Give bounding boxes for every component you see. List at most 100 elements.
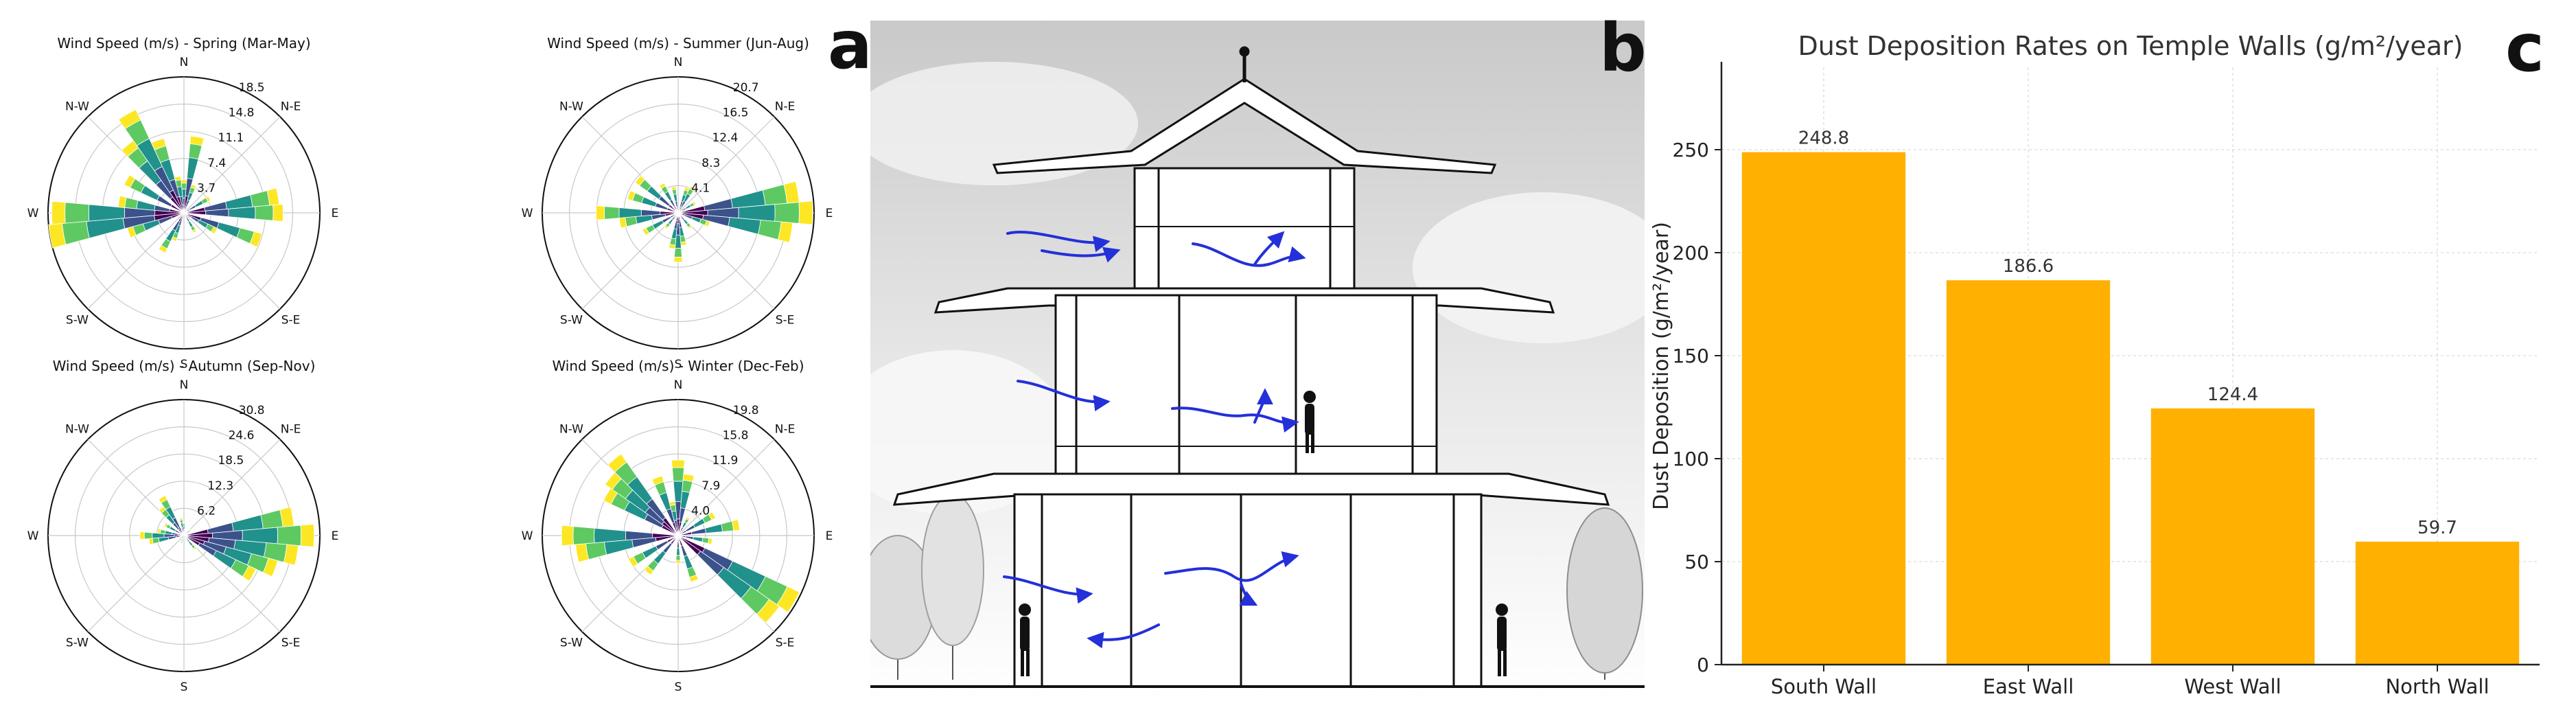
wind-rose-petal-segment [118,109,141,130]
chart-title: Dust Deposition Rates on Temple Walls (g… [1798,31,2463,61]
wind-rose-petal [668,212,679,249]
wind-rose-direction-label: W [27,529,39,543]
wind-rose-petal-segment [124,197,139,209]
wind-rose-petal [183,184,197,214]
wind-rose-ring-label: 30.8 [239,404,265,417]
wind-rose-petal-segment [180,542,183,544]
y-tick-label: 250 [1673,139,1709,161]
wind-rose-petal-segment [618,207,642,218]
wind-rose-ring-label: 7.9 [701,479,720,493]
panel-c-bar-chart: Dust Deposition Rates on Temple Walls (g… [1647,0,2576,712]
wind-rose-petal-segment [691,528,706,535]
wind-rose-spoke [87,212,185,310]
wind-rose-petal-segment [561,525,575,547]
wind-rose-spoke [87,535,185,632]
wind-rose-petal-segment [659,183,666,190]
wind-rose-petal [117,195,185,214]
wind-rose-petal-segment [150,137,167,150]
wind-rose-petal-segment [283,544,299,566]
wind-rose-ring-label: 4.0 [691,504,710,518]
wind-rose-title: Wind Speed (m/s) - Summer (Jun-Aug) [547,35,809,51]
temple-cross-section-illustration [870,21,1645,700]
wind-rose-ring-label: 18.5 [239,81,265,95]
wind-rose-petal-segment [673,194,677,202]
wind-rose-petal-segment [671,459,686,468]
wind-rose-petal [677,535,699,583]
wind-rose-ring-label: 15.8 [723,429,749,443]
wind-rose-direction-label: W [27,207,39,220]
wind-rose-direction-label: N-E [281,422,301,436]
bar-value-label: 186.6 [2003,256,2054,277]
wind-rose-petal-segment [689,185,696,192]
wind-rose-petal-segment [148,538,154,545]
x-tick-label: West Wall [2184,675,2281,698]
wind-rose-petal-segment [188,143,202,160]
wind-rose-petal [183,524,315,547]
wind-rose-spoke [677,212,775,310]
wind-rose-petal-segment [272,203,283,222]
wind-rose-spoke [581,212,679,310]
y-tick-label: 200 [1673,242,1709,264]
wind-rose-petal [677,512,716,536]
wind-rose-petal [627,535,679,568]
wind-rose-direction-label: S-W [560,636,583,650]
wind-rose-0: Wind Speed (m/s) - Spring (Mar-May)3.77.… [27,35,339,371]
wind-rose-petal-segment [51,200,66,225]
wind-rose-petal [183,212,263,248]
wind-rose-petal-segment [685,524,696,532]
wind-rose-petal-segment [651,475,664,485]
wind-rose-direction-label: E [826,207,833,220]
wind-rose-petal-segment [65,202,90,224]
wind-rose-petal-segment [187,157,199,180]
wind-rose-direction-label: N-W [65,422,89,436]
wind-rose-petal-segment [659,492,672,511]
wind-rose-petal [163,522,185,536]
wind-rose-petal-segment [572,526,595,545]
wind-rose-petal [677,473,695,536]
trees-right [1566,507,1643,680]
wind-rose-petal-segment [117,195,127,208]
wind-rose-petal-segment [585,541,607,560]
wind-rose-title: Wind Speed (m/s) - Spring (Mar-May) [57,35,310,51]
wind-rose-petal [603,487,679,536]
wind-rose-petal-segment [680,241,687,246]
wind-rose-ring-label: 18.5 [218,454,244,468]
wind-rose-petal-segment [277,525,302,547]
wind-rose-petal-segment [686,516,691,521]
wind-rose-petal-segment [124,174,136,188]
wind-rose-petal-segment [172,532,179,536]
wind-rose-petal-segment [154,205,171,212]
wind-rose-ring-label: 12.3 [207,479,233,493]
wind-rose-ring-label: 12.4 [712,131,738,145]
cloud [870,62,1138,185]
wind-rose-petal-segment [671,228,677,240]
wind-rose-ring-label: 8.3 [701,157,720,170]
wind-rose-direction-label: E [332,207,339,220]
wind-rose-petal-segment [180,522,184,529]
wind-rose-petal [596,205,679,220]
wind-rose-petal-segment [731,519,741,531]
wind-rose-petal-segment [664,225,669,230]
wind-rose-ring-label: 3.7 [197,181,216,195]
wind-rose-direction-label: S-W [66,636,89,650]
wind-rose-direction-label: N-W [65,100,89,113]
wind-rose-petal-segment [680,544,688,557]
wind-rose-petal-segment [679,507,686,523]
wind-rose-petal [183,529,192,536]
trees-left [870,494,984,680]
wind-rose-petal-segment [210,226,218,235]
wind-rose-ring-label: 11.9 [712,454,738,468]
wind-rose-petal-segment [174,176,182,181]
wind-rose-petal-segment [682,473,695,483]
wind-rose-petal-segment [192,229,197,233]
wind-rose-direction-label: S-W [560,314,583,328]
wind-rose-direction-label: S-E [281,636,301,650]
wind-rose-petal [126,212,185,238]
wind-rose-petal-segment [643,565,654,575]
x-tick-label: East Wall [1983,675,2074,698]
panel-a-wind-roses: Wind Speed (m/s) - Spring (Mar-May) 3.7 7.… [0,0,865,712]
wind-rose-petal [634,175,679,214]
wind-rose-petal-segment [680,491,691,509]
wind-rose-petal-segment [634,175,645,186]
wind-rose-petal-segment [798,200,813,225]
